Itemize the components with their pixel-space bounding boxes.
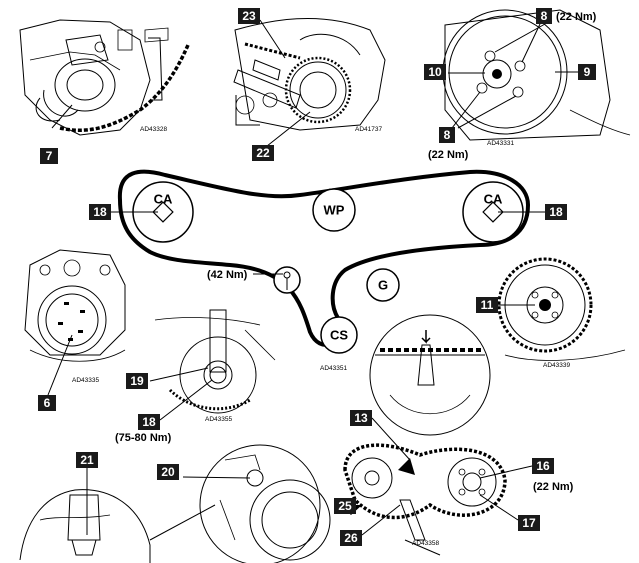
svg-text:16: 16 — [536, 459, 550, 473]
callout-16: 16 — [532, 458, 554, 474]
svg-text:21: 21 — [80, 453, 94, 467]
callout-18-left: 18 — [89, 204, 111, 220]
image-code: AD43358 — [412, 540, 439, 547]
belt-routing-diagram: CA CA WP G CS (42 Nm) AD43351 — [110, 169, 545, 372]
panel-belt-installation: AD43358 — [340, 417, 533, 556]
callout-23: 23 — [238, 8, 260, 24]
pulley-wp: WP — [312, 188, 356, 232]
svg-text:18: 18 — [549, 205, 563, 219]
callout-11: 11 — [476, 297, 498, 313]
torque-8-bottom: (22 Nm) — [428, 149, 469, 161]
pulley-tensioner — [273, 266, 301, 294]
callout-21: 21 — [76, 452, 98, 468]
svg-text:10: 10 — [428, 65, 442, 79]
callout-17: 17 — [518, 515, 540, 531]
chain — [59, 44, 190, 133]
panel-bolt-detail — [182, 444, 331, 563]
image-code: AD43328 — [140, 126, 167, 133]
torque-tensioner: (42 Nm) — [207, 269, 248, 281]
pulley-ca-left: CA — [132, 181, 194, 243]
callout-18-right: 18 — [545, 204, 567, 220]
svg-text:8: 8 — [444, 128, 451, 142]
image-code: AD43339 — [543, 362, 570, 369]
torque-8-top: (22 Nm) — [556, 11, 597, 23]
svg-text:11: 11 — [481, 298, 494, 312]
pulley-label: CA — [154, 192, 173, 207]
svg-text:7: 7 — [46, 149, 53, 163]
svg-text:19: 19 — [130, 374, 144, 388]
svg-text:20: 20 — [161, 465, 175, 479]
callout-8-top: 8 — [536, 8, 552, 24]
image-code: AD41737 — [355, 126, 382, 133]
callout-26: 26 — [340, 530, 362, 546]
callout-10: 10 — [424, 64, 446, 80]
callout-6: 6 — [38, 395, 56, 411]
svg-text:25: 25 — [338, 499, 352, 513]
panel-camshaft-pulley: AD43331 — [442, 9, 631, 147]
pulley-label: G — [378, 278, 388, 293]
callout-22: 22 — [252, 145, 274, 161]
callout-13: 13 — [350, 410, 372, 426]
callout-25: 25 — [334, 498, 356, 514]
image-code: AD43335 — [72, 377, 99, 384]
svg-text:9: 9 — [584, 65, 591, 79]
svg-text:18: 18 — [142, 415, 156, 429]
callout-18-bottom: 18 — [138, 414, 160, 430]
timing-belt — [117, 169, 531, 347]
svg-text:22: 22 — [256, 146, 270, 160]
panel-camshaft-holding-tool: AD41737 — [233, 17, 386, 151]
pulley-g: G — [366, 268, 400, 302]
panel-crank-bolt: AD43355 (75-80 Nm) — [115, 309, 276, 444]
image-code: AD43355 — [205, 416, 232, 423]
image-code: AD43331 — [487, 140, 514, 147]
svg-text:18: 18 — [93, 205, 107, 219]
panel-toothed-pulley: AD43339 — [496, 257, 626, 369]
pulley-cs: CS — [320, 316, 358, 354]
torque-16: (22 Nm) — [533, 481, 574, 493]
panel-alignment-detail — [369, 314, 491, 436]
callout-8-bottom: 8 — [439, 127, 455, 143]
svg-text:23: 23 — [242, 9, 256, 23]
svg-text:8: 8 — [541, 9, 548, 23]
svg-text:13: 13 — [354, 411, 368, 425]
callout-7: 7 — [40, 148, 58, 164]
panel-crank-lock-tool: AD43328 — [19, 19, 190, 136]
panel-pump: AD43335 — [24, 249, 126, 396]
torque-18-bottom: (75-80 Nm) — [115, 432, 172, 444]
image-code: AD43351 — [320, 365, 347, 372]
svg-text:26: 26 — [344, 531, 358, 545]
pulley-label: WP — [324, 203, 345, 218]
panel-tool-detail — [19, 468, 216, 563]
callout-9: 9 — [578, 64, 596, 80]
svg-text:17: 17 — [522, 516, 536, 530]
pulley-label: CS — [330, 328, 348, 343]
callout-20: 20 — [157, 464, 179, 480]
callout-19: 19 — [126, 373, 148, 389]
svg-text:6: 6 — [44, 396, 51, 410]
pulley-label: CA — [484, 192, 503, 207]
